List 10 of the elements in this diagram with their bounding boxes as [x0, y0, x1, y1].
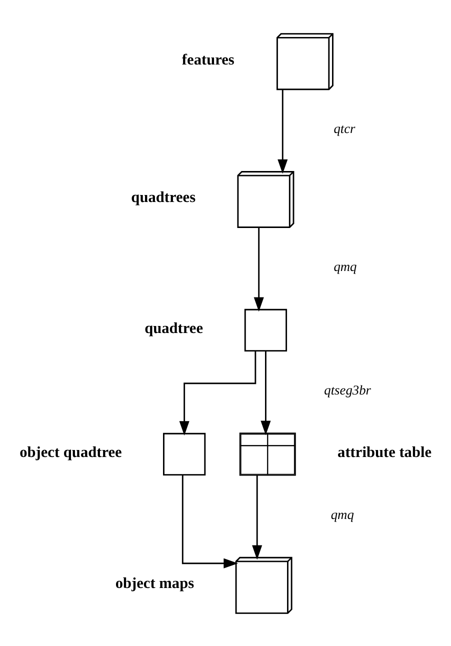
label: qtseg3br [324, 382, 372, 398]
node-label: object quadtree [20, 443, 122, 460]
node-label: attribute table [338, 443, 432, 460]
node-label: quadtrees [131, 188, 196, 206]
label: qmq [334, 258, 357, 274]
node-label: quadtree [144, 319, 204, 336]
label: qtcr [334, 120, 356, 136]
node-label: features [182, 50, 234, 68]
label: qmq [330, 506, 354, 522]
node-label: object maps [115, 574, 194, 592]
